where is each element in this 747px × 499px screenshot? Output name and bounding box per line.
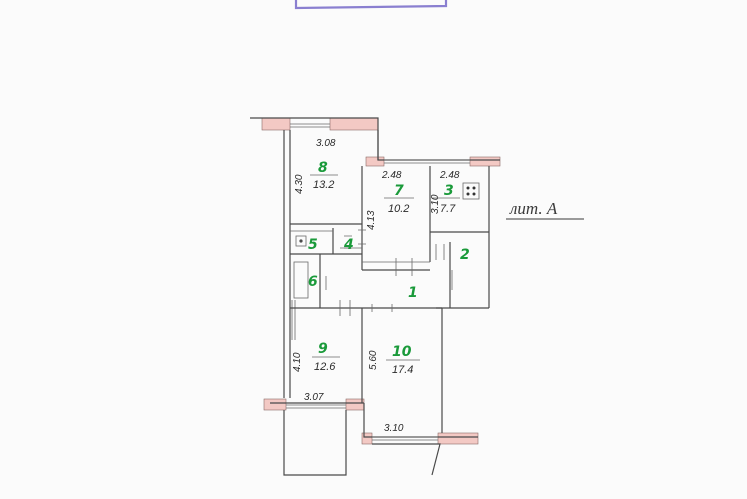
- room-6-number: 6: [308, 274, 318, 290]
- hatched-walls: [261, 117, 501, 445]
- sink: [295, 235, 307, 247]
- dim-room-10-width: 3.10: [384, 423, 404, 434]
- stove-icon: [462, 182, 480, 200]
- windows: [286, 123, 470, 441]
- dim-room-3-width: 2.48: [439, 170, 460, 181]
- room-7-area: 10.2: [388, 203, 409, 215]
- room-2-number: 2: [460, 247, 470, 263]
- dim-room-7-width: 2.48: [381, 170, 402, 181]
- dim-room-10-height: 5.60: [368, 350, 379, 370]
- dim-room-8-height: 4.30: [294, 174, 305, 194]
- room-8-area: 13.2: [313, 179, 334, 191]
- room-10-area: 17.4: [392, 364, 413, 376]
- dim-room-9-height: 4.10: [292, 352, 303, 372]
- room-9-number: 9: [318, 341, 328, 357]
- litera-label-group: лит. А: [506, 199, 584, 220]
- room-9-area: 12.6: [314, 361, 336, 373]
- room-3-number: 3: [444, 183, 454, 199]
- interior-walls: [290, 166, 489, 403]
- outer-walls: [250, 117, 500, 476]
- door-marks: [325, 229, 453, 316]
- room-areas: 13.2 10.2 7.7 12.6 17.4: [313, 179, 456, 376]
- room-1-number: 1: [408, 285, 418, 301]
- litera-label: лит. А: [509, 199, 558, 218]
- dim-room-7-height: 4.13: [366, 210, 377, 230]
- room-4-number: 4: [343, 237, 354, 253]
- room-5-number: 5: [308, 237, 318, 253]
- fraction-lines: [310, 174, 460, 361]
- room-8-number: 8: [318, 160, 328, 176]
- bathtub: [293, 261, 309, 299]
- room-10-number: 10: [392, 344, 412, 360]
- stamp-fragment: [294, 0, 448, 10]
- room-7-number: 7: [394, 183, 404, 199]
- dim-room-8-width: 3.08: [316, 138, 336, 149]
- dim-room-3-height: 3.10: [430, 194, 441, 214]
- dimensions: 3.08 4.30 2.48 4.13 2.48 3.10 4.10 3.07 …: [292, 138, 460, 434]
- room-3-area: 7.7: [440, 203, 456, 215]
- dim-room-9-width: 3.07: [304, 392, 324, 403]
- room-numbers: 8 7 3 5 4 2 6 1 9 10: [308, 160, 470, 360]
